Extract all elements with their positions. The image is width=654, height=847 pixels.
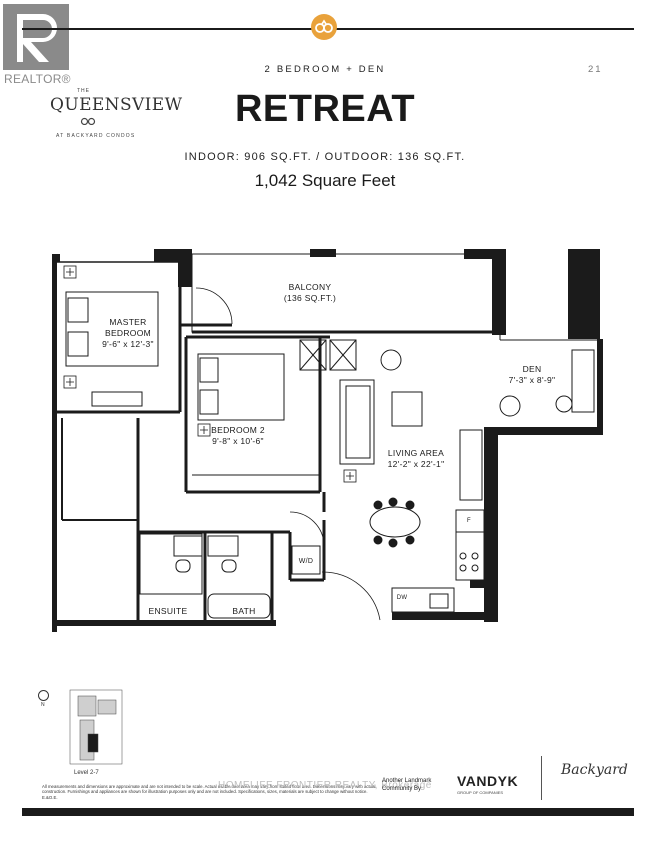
brand-binoculars-icon [80,117,96,128]
realtor-r-icon [3,4,69,70]
furniture [65,291,595,619]
suite-title: RETREAT [234,88,416,130]
outlets [63,265,357,483]
bottom-rule [22,808,634,816]
unit-type: 2 BEDROOM + DEN [264,64,386,75]
room-bath: BATH [232,606,256,616]
interior-walls [57,253,600,621]
wall-exterior [52,262,57,632]
brand-sub: AT BACKYARD CONDOS [56,133,136,139]
den-desk [571,349,595,413]
wall-exterior [597,339,603,435]
room-den: DEN 7'-3" x 8'-9" [508,364,556,385]
brand-the: THE [77,88,90,94]
sofa [339,379,375,465]
wall-exterior [470,580,498,588]
total-area: 1,042 Square Feet [254,171,396,190]
page-number: 21 [588,64,603,75]
compass-label: N [41,702,45,708]
realtor-label: REALTOR® [4,72,71,86]
room-living-area: LIVING AREA 12'-2" x 22'-1" [387,448,445,469]
vandyk-sub: GROUP OF COMPANIES [457,790,504,795]
washer-dryer [291,545,321,575]
room-bedroom-2: BEDROOM 2 9'-8" x 10'-6" [211,425,265,446]
wall-column [310,249,336,257]
room-ensuite: ENSUITE [148,606,188,616]
wall-column [178,249,192,287]
realtor-logo: REALTOR® [0,0,72,90]
label-fridge: F [467,518,471,524]
landmark-note: Another Landmark Community By [382,778,432,792]
wall-exterior [392,612,490,620]
armchair [380,349,402,371]
key-plan [69,689,123,765]
binoculars-emblem-icon [311,14,337,40]
dresser [91,391,143,407]
brand-name: QUEENSVIEW [50,95,183,115]
ensuite-shower [139,533,203,595]
bathtub [207,593,271,619]
bed-2 [197,353,285,421]
dining-table [369,506,421,538]
brokerage-watermark: HOMELIFE FRONTIER REALTY, Brokerage [218,780,432,791]
wall-exterior [494,427,603,435]
master-bed [65,291,159,367]
disclaimer: All measurements and dimensions are appr… [42,784,376,800]
kitchen-sink-counter [391,587,455,613]
vandyk-logo: VANDYK [457,773,519,789]
area-breakdown: INDOOR: 906 SQ.FT. / OUTDOOR: 136 SQ.FT. [184,151,466,163]
tv-unit [459,429,483,501]
wall-exterior [484,427,498,622]
exterior-walls [52,249,603,632]
storage [299,339,327,371]
room-master-bedroom: MASTER BEDROOM 9'-6" x 12'-3" [102,317,154,349]
wall-column [492,249,506,335]
north-compass-icon [38,690,49,701]
realtor-r-glyph [17,14,57,62]
wall-column [154,249,178,262]
binoculars-icon [315,19,333,33]
room-balcony: BALCONY (136 SQ.FT.) [283,282,337,303]
wall-column [568,249,600,339]
wall-exterior [52,620,276,626]
label-washer-dryer: W/D [298,558,314,565]
wall-column [52,254,60,262]
footer-divider [541,756,542,800]
den-chair [499,395,521,417]
keyplan-label: Level 2-7 [74,770,99,776]
label-dishwasher: DW [396,595,408,601]
coffee-table [391,391,423,427]
backyard-logo: Backyard [561,762,628,778]
